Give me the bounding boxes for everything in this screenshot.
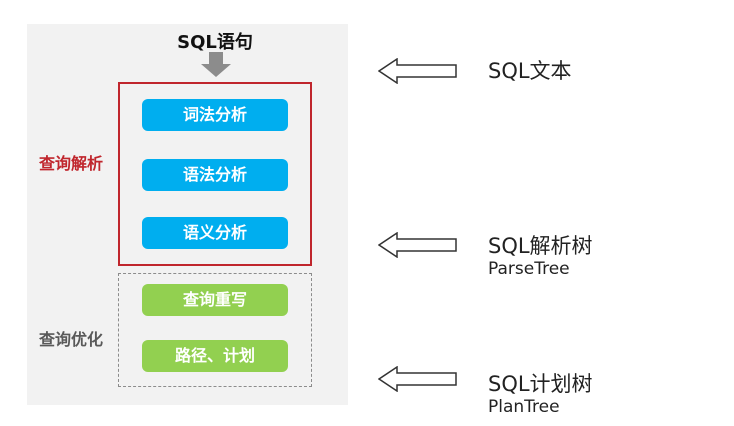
annotation-subtitle: PlanTree <box>488 397 560 417</box>
parse-phase-label: 查询解析 <box>38 154 103 173</box>
optimize-phase-frame <box>118 273 312 387</box>
sql-text-annotation: SQL文本 <box>488 58 572 84</box>
plan-tree-annotation: SQL计划树 PlanTree <box>488 371 593 417</box>
left-arrow-icon <box>378 366 457 392</box>
left-arrow-icon <box>378 58 457 84</box>
left-arrow-icon <box>378 232 457 258</box>
syntax-analysis-step: 语法分析 <box>142 159 288 191</box>
parse-tree-annotation: SQL解析树 ParseTree <box>488 233 593 279</box>
lexical-analysis-step: 词法分析 <box>142 99 288 131</box>
down-arrow-icon <box>201 52 231 77</box>
path-plan-step: 路径、计划 <box>142 340 288 372</box>
annotation-subtitle: ParseTree <box>488 259 570 279</box>
sql-statement-label: SQL语句 <box>177 32 253 53</box>
annotation-title: SQL文本 <box>488 59 572 83</box>
optimize-phase-label: 查询优化 <box>38 330 103 349</box>
annotation-title: SQL解析树 <box>488 234 593 258</box>
annotation-title: SQL计划树 <box>488 372 593 396</box>
parse-phase-frame <box>118 82 312 266</box>
query-rewrite-step: 查询重写 <box>142 284 288 316</box>
semantic-analysis-step: 语义分析 <box>142 217 288 249</box>
